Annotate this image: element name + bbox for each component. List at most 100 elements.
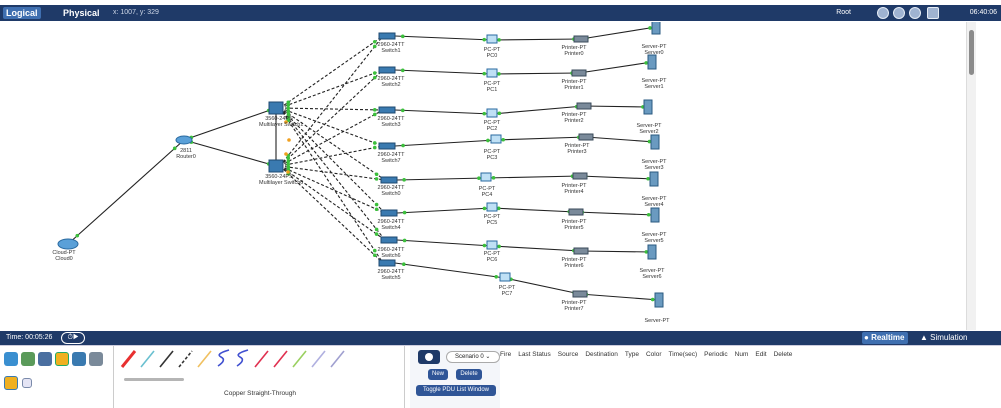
- server-icon[interactable]: [647, 244, 657, 260]
- printer-icon[interactable]: [576, 102, 592, 110]
- copper-straight-through-icon[interactable]: [159, 350, 174, 368]
- network-topology[interactable]: [4, 22, 966, 330]
- link-light: [402, 262, 406, 266]
- scenario-select[interactable]: Scenario 0 ⌄: [446, 351, 500, 363]
- network-devices-icon[interactable]: [4, 352, 18, 366]
- auto-connection-icon[interactable]: [120, 350, 137, 368]
- switch-icon[interactable]: [380, 209, 398, 217]
- switch-icon[interactable]: [380, 236, 398, 244]
- connections-icon[interactable]: [55, 352, 69, 366]
- new-cluster-icon[interactable]: [877, 7, 889, 19]
- switch-icon[interactable]: [378, 142, 396, 150]
- server-icon[interactable]: [650, 207, 660, 223]
- console-cable-icon[interactable]: [140, 350, 155, 368]
- link-light: [372, 253, 377, 258]
- vertical-scrollbar[interactable]: [966, 22, 976, 330]
- delete-scenario-button[interactable]: Delete: [456, 369, 482, 380]
- link-printer-server5: [575, 211, 656, 216]
- printer-icon[interactable]: [572, 172, 588, 180]
- serial-dte-icon[interactable]: [273, 350, 288, 368]
- connection-type-icons[interactable]: [114, 346, 406, 374]
- iot-custom-cable-icon[interactable]: [311, 350, 326, 368]
- multilayer-switch-icon[interactable]: [268, 159, 284, 173]
- link-light: [172, 146, 177, 151]
- link-light: [477, 176, 481, 180]
- link-ml1-switch6: [279, 107, 386, 241]
- printer-icon[interactable]: [572, 290, 588, 298]
- connections-subtype-icon[interactable]: [4, 376, 18, 390]
- link-ml1-switch3: [279, 107, 384, 147]
- switch-icon[interactable]: [378, 32, 396, 40]
- pc-icon[interactable]: [486, 108, 498, 118]
- cloud-icon[interactable]: [57, 238, 79, 250]
- link-ml1-switch1: [279, 69, 384, 109]
- pdu-column-8: Num: [734, 351, 749, 358]
- printer-icon[interactable]: [573, 247, 589, 255]
- link-light: [647, 139, 652, 144]
- link-pc-printer1: [491, 72, 580, 75]
- switch-icon[interactable]: [378, 259, 396, 267]
- phone-cable-icon[interactable]: [217, 349, 230, 367]
- root-label[interactable]: Root: [836, 9, 851, 16]
- fiber-icon[interactable]: [197, 350, 212, 368]
- switch-icon[interactable]: [378, 66, 396, 74]
- server-icon[interactable]: [649, 171, 659, 187]
- switch-icon[interactable]: [378, 106, 396, 114]
- link-light: [372, 108, 377, 112]
- link-switch-pc0: [394, 35, 493, 41]
- scrollbar-thumb[interactable]: [969, 30, 974, 75]
- copper-cross-over-icon[interactable]: [178, 350, 193, 368]
- tab-physical[interactable]: Physical: [63, 8, 100, 18]
- fast-forward-time-button[interactable]: ⏱▶: [61, 332, 85, 344]
- multiuser-icon[interactable]: [89, 352, 103, 366]
- switch-icon[interactable]: [380, 176, 398, 184]
- pc-icon[interactable]: [486, 34, 498, 44]
- coaxial-icon[interactable]: [236, 349, 249, 367]
- components-icon[interactable]: [38, 352, 52, 366]
- link-light: [372, 112, 377, 117]
- serial-dce-icon[interactable]: [254, 350, 269, 368]
- new-scenario-button[interactable]: New: [428, 369, 448, 380]
- link-switch-pc3: [394, 139, 497, 147]
- pc-icon[interactable]: [486, 240, 498, 250]
- printer-icon[interactable]: [573, 35, 589, 43]
- miscellaneous-icon[interactable]: [72, 352, 86, 366]
- tab-logical[interactable]: Logical: [3, 7, 41, 19]
- move-object-icon[interactable]: [893, 7, 905, 19]
- end-devices-icon[interactable]: [21, 352, 35, 366]
- link-light: [402, 238, 407, 243]
- octal-icon[interactable]: [292, 350, 307, 368]
- usb-cable-icon[interactable]: [330, 350, 345, 368]
- viewport-icon[interactable]: [909, 7, 921, 19]
- link-light: [644, 250, 649, 254]
- set-tiled-background-icon[interactable]: [927, 7, 939, 19]
- pc-icon[interactable]: [486, 68, 498, 78]
- simulation-mode-button[interactable]: ▲ Simulation: [920, 333, 968, 342]
- grid-icon[interactable]: [22, 378, 32, 388]
- link-light: [374, 202, 379, 207]
- server-icon[interactable]: [643, 99, 653, 115]
- pc-icon[interactable]: [486, 202, 498, 212]
- printer-icon[interactable]: [568, 208, 584, 216]
- printer-icon[interactable]: [571, 69, 587, 77]
- pc-icon[interactable]: [480, 172, 492, 182]
- multilayer-switch-icon[interactable]: [268, 101, 284, 115]
- server-icon[interactable]: [654, 292, 664, 308]
- router-icon[interactable]: [175, 135, 193, 145]
- pc-icon[interactable]: [490, 134, 502, 144]
- realtime-mode-button[interactable]: ● Realtime: [862, 332, 909, 344]
- server-icon[interactable]: [651, 22, 661, 35]
- server-icon[interactable]: [647, 54, 657, 70]
- connections-scrollbar[interactable]: [124, 378, 184, 381]
- pc-icon[interactable]: [499, 272, 511, 282]
- server-icon[interactable]: [650, 134, 660, 150]
- toggle-pdu-list-button[interactable]: Toggle PDU List Window: [416, 385, 496, 396]
- printer-icon[interactable]: [578, 133, 594, 141]
